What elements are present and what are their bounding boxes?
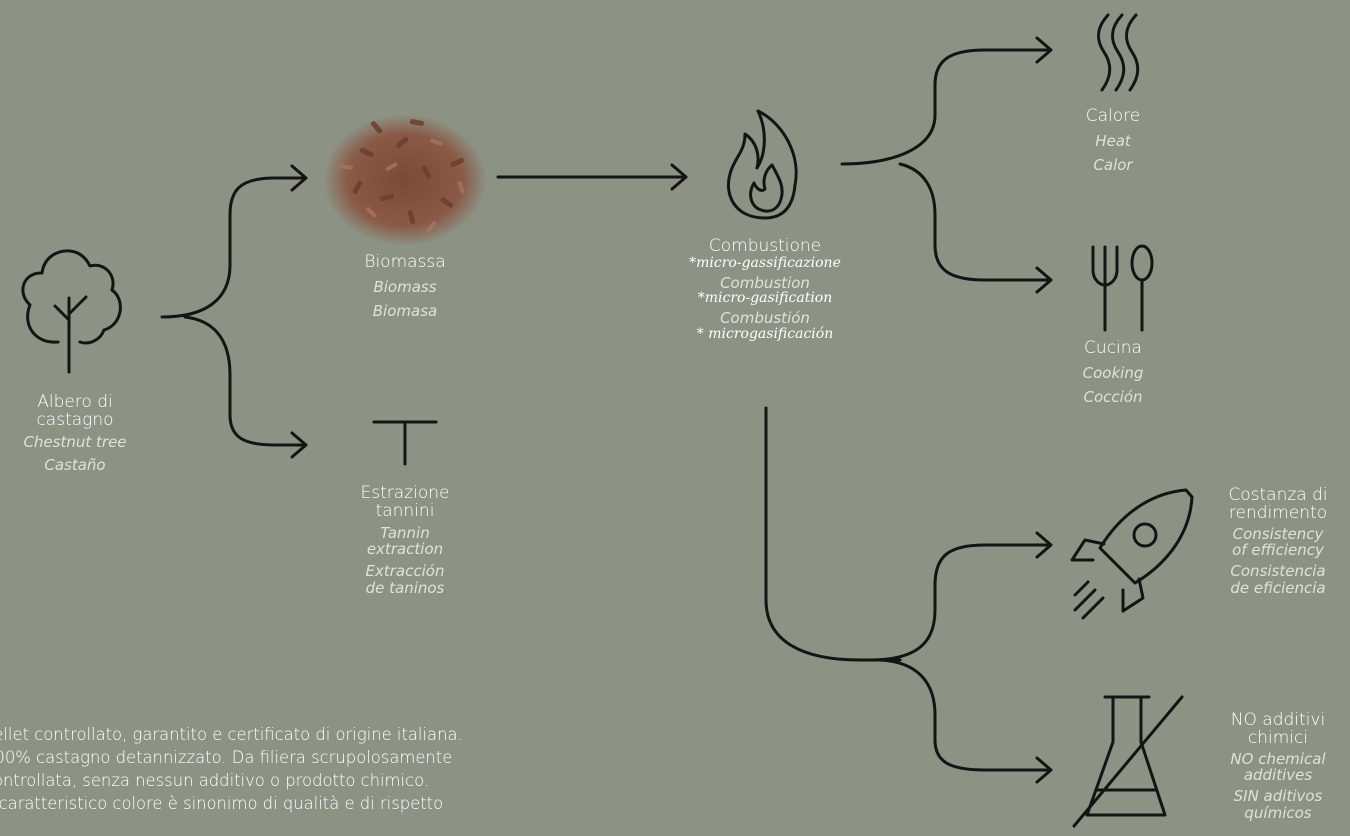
crossed-flask-icon [1072, 695, 1184, 828]
description-line-3: controllata, senza nessun additivo o pro… [0, 771, 430, 790]
pellet-pile-image [323, 114, 487, 246]
heat-label-en: Heat [1095, 131, 1131, 150]
node-tree: Albero di castagno Chestnut tree Castaño [0, 392, 150, 475]
tannin-label-es-1: Extracción [365, 562, 445, 581]
cooking-label-en: Cooking [1082, 363, 1144, 382]
t-shape-icon [372, 420, 438, 466]
arrowhead-heat [1035, 36, 1053, 64]
connector-tree [160, 176, 307, 319]
tannin-label-line2: tannini [375, 500, 435, 521]
no-additives-label-es-1: SIN aditivos [1233, 787, 1323, 806]
no-additives-label-en-2: additives [1243, 766, 1313, 785]
connector-cooking [898, 162, 1052, 282]
efficiency-label-es-1: Consistencia [1230, 562, 1326, 581]
description-line-2: 100% castagno detannizzato. Da filiera s… [0, 748, 453, 767]
node-efficiency: Costanza di rendimento Consistency of ef… [1206, 485, 1350, 597]
node-cooking: Cucina Cooking Cocción [1058, 338, 1168, 406]
tannin-label-en-2: extraction [366, 540, 444, 559]
biomass-label-en: Biomass [373, 277, 437, 296]
tree-label-line1: Albero di [37, 392, 113, 412]
efficiency-label-es-2: de eficiencia [1230, 578, 1326, 597]
tree-icon [21, 249, 122, 374]
arrowhead-no-additives [1035, 756, 1053, 784]
biomass-label: Biomassa [364, 252, 446, 272]
arrowhead-cooking [1035, 266, 1053, 294]
cooking-label-es: Cocción [1083, 387, 1143, 406]
tannin-label-es-2: de taninos [365, 578, 445, 597]
node-heat: Calore Heat Calor [1058, 106, 1168, 174]
fork-spoon-icon [1091, 244, 1154, 332]
connector-tannin [183, 315, 307, 447]
connector-heat [840, 48, 1052, 166]
tannin-label-en-1: Tannin [380, 523, 430, 542]
efficiency-label-en-2: of efficiency [1232, 541, 1324, 560]
combustion-note: *micro-gassificazione [689, 254, 841, 271]
flame-icon [727, 109, 798, 220]
cooking-label: Cucina [1084, 338, 1142, 358]
combustion-label: Combustione [708, 236, 822, 256]
biomass-label-es: Biomasa [372, 301, 438, 320]
heat-label-es: Calor [1093, 155, 1133, 174]
description-line-1: Pellet controllato, garantito e certific… [0, 725, 463, 744]
description-paragraph: Pellet controllato, garantito e certific… [0, 723, 656, 815]
connector-no-additives [878, 658, 1052, 772]
no-additives-label-line1: NO additivi [1230, 710, 1326, 730]
connector-efficiency [868, 543, 1052, 662]
tree-label-en: Chestnut tree [23, 432, 127, 451]
arrowhead-tannin [290, 431, 308, 459]
heat-label: Calore [1085, 106, 1141, 126]
no-additives-label-en-1: NO chemical [1230, 749, 1326, 768]
efficiency-label-en-1: Consistency [1232, 524, 1324, 543]
arrowhead-biomass [290, 164, 308, 192]
tannin-label-line1: Estrazione [360, 483, 450, 503]
rocket-icon [1070, 488, 1194, 620]
no-additives-label-line2: chimici [1247, 727, 1309, 748]
combustion-label-es: Combustión [720, 308, 810, 327]
heat-waves-icon [1097, 13, 1140, 92]
efficiency-label-line1: Costanza di [1228, 485, 1328, 505]
tree-label-line2: castagno [36, 409, 114, 430]
node-tannin: Estrazione tannini Tannin extraction Ext… [330, 483, 480, 597]
node-biomass: Biomassa Biomass Biomasa [330, 252, 480, 320]
description-line-4: Il caratteristico colore è sinonimo di q… [0, 794, 444, 813]
connector-down [764, 406, 902, 662]
arrowhead-combustion [670, 163, 688, 191]
efficiency-label-line2: rendimento [1228, 502, 1328, 523]
no-additives-label-es-2: químicos [1244, 803, 1312, 822]
arrowhead-efficiency [1035, 531, 1053, 559]
node-no-additives: NO additivi chimici NO chemical additive… [1206, 710, 1350, 822]
combustion-label-en: Combustion [720, 273, 810, 292]
node-combustion: Combustione *micro-gassificazione Combus… [670, 236, 860, 342]
combustion-note-en: *micro-gasification [697, 290, 833, 307]
combustion-note-es: * microgasificación [696, 325, 834, 342]
tree-label-es: Castaño [44, 456, 106, 475]
